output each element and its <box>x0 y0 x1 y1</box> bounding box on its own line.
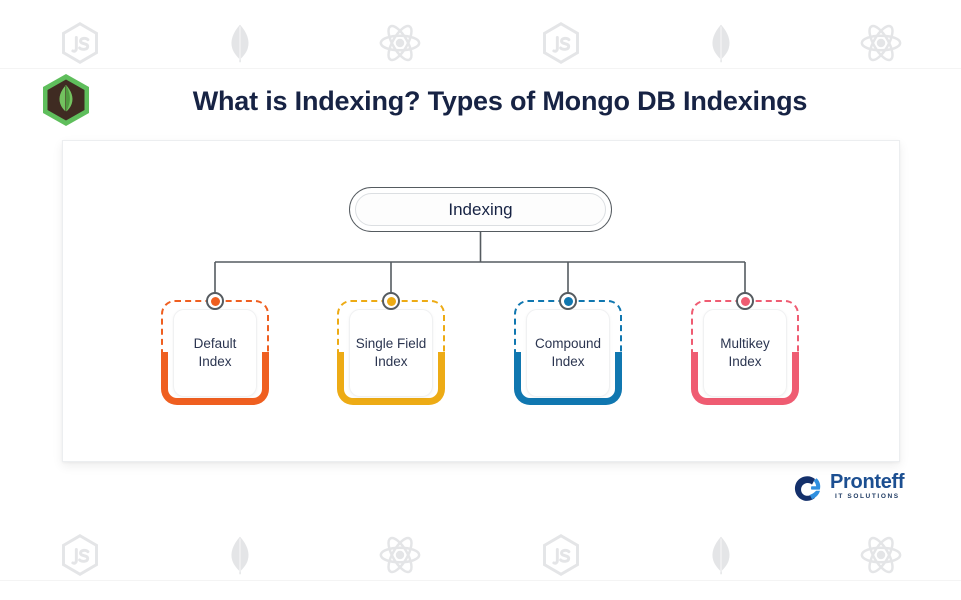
react-atom-icon <box>320 20 480 66</box>
page-title: What is Indexing? Types of Mongo DB Inde… <box>192 86 808 116</box>
pronteff-logo: Pronteff IT SOLUTIONS <box>790 468 905 510</box>
nodejs-hexagon-icon <box>481 533 641 577</box>
watermark-divider-top <box>0 68 961 69</box>
root-node-indexing[interactable]: Indexing <box>349 187 612 232</box>
pronteff-tagline: IT SOLUTIONS <box>835 493 900 500</box>
mongodb-leaf-icon <box>160 21 320 65</box>
react-atom-icon <box>320 532 480 578</box>
amber-node-dot-icon <box>382 292 400 310</box>
mongodb-leaf-hexagon-icon <box>38 72 94 128</box>
nodejs-hexagon-icon <box>481 21 641 65</box>
pink-node-dot-icon <box>736 292 754 310</box>
nodejs-hexagon-icon <box>0 21 160 65</box>
card-solid-border <box>337 352 445 405</box>
index-type-card[interactable]: Compound Index <box>514 292 622 405</box>
react-atom-icon <box>801 532 961 578</box>
index-type-card[interactable]: Single Field Index <box>337 292 445 405</box>
root-node-label: Indexing <box>448 199 513 219</box>
watermark-row-bottom <box>0 520 961 590</box>
card-label: Default Index <box>193 335 237 369</box>
mongodb-leaf-icon <box>641 533 801 577</box>
watermark-row-top <box>0 8 961 78</box>
card-label: Single Field Index <box>355 335 427 369</box>
card-solid-border <box>161 352 269 405</box>
card-solid-border <box>514 352 622 405</box>
react-atom-icon <box>801 20 961 66</box>
index-type-card[interactable]: Default Index <box>161 292 269 405</box>
card-inner: Single Field Index <box>349 309 433 397</box>
root-node-inner: Indexing <box>355 193 606 226</box>
card-label: Compound Index <box>534 335 602 369</box>
card-inner: Multikey Index <box>703 309 787 397</box>
card-inner: Compound Index <box>526 309 610 397</box>
nodejs-hexagon-icon <box>0 533 160 577</box>
index-type-card[interactable]: Multikey Index <box>691 292 799 405</box>
mongodb-leaf-icon <box>160 533 320 577</box>
card-solid-border <box>691 352 799 405</box>
orange-node-dot-icon <box>206 292 224 310</box>
blue-node-dot-icon <box>559 292 577 310</box>
card-label: Multikey Index <box>720 335 770 369</box>
mongodb-leaf-icon <box>641 21 801 65</box>
card-inner: Default Index <box>173 309 257 397</box>
pronteff-wordmark: Pronteff <box>830 471 905 493</box>
pronteff-e-mark-icon <box>790 470 826 506</box>
watermark-divider-bottom <box>0 580 961 581</box>
